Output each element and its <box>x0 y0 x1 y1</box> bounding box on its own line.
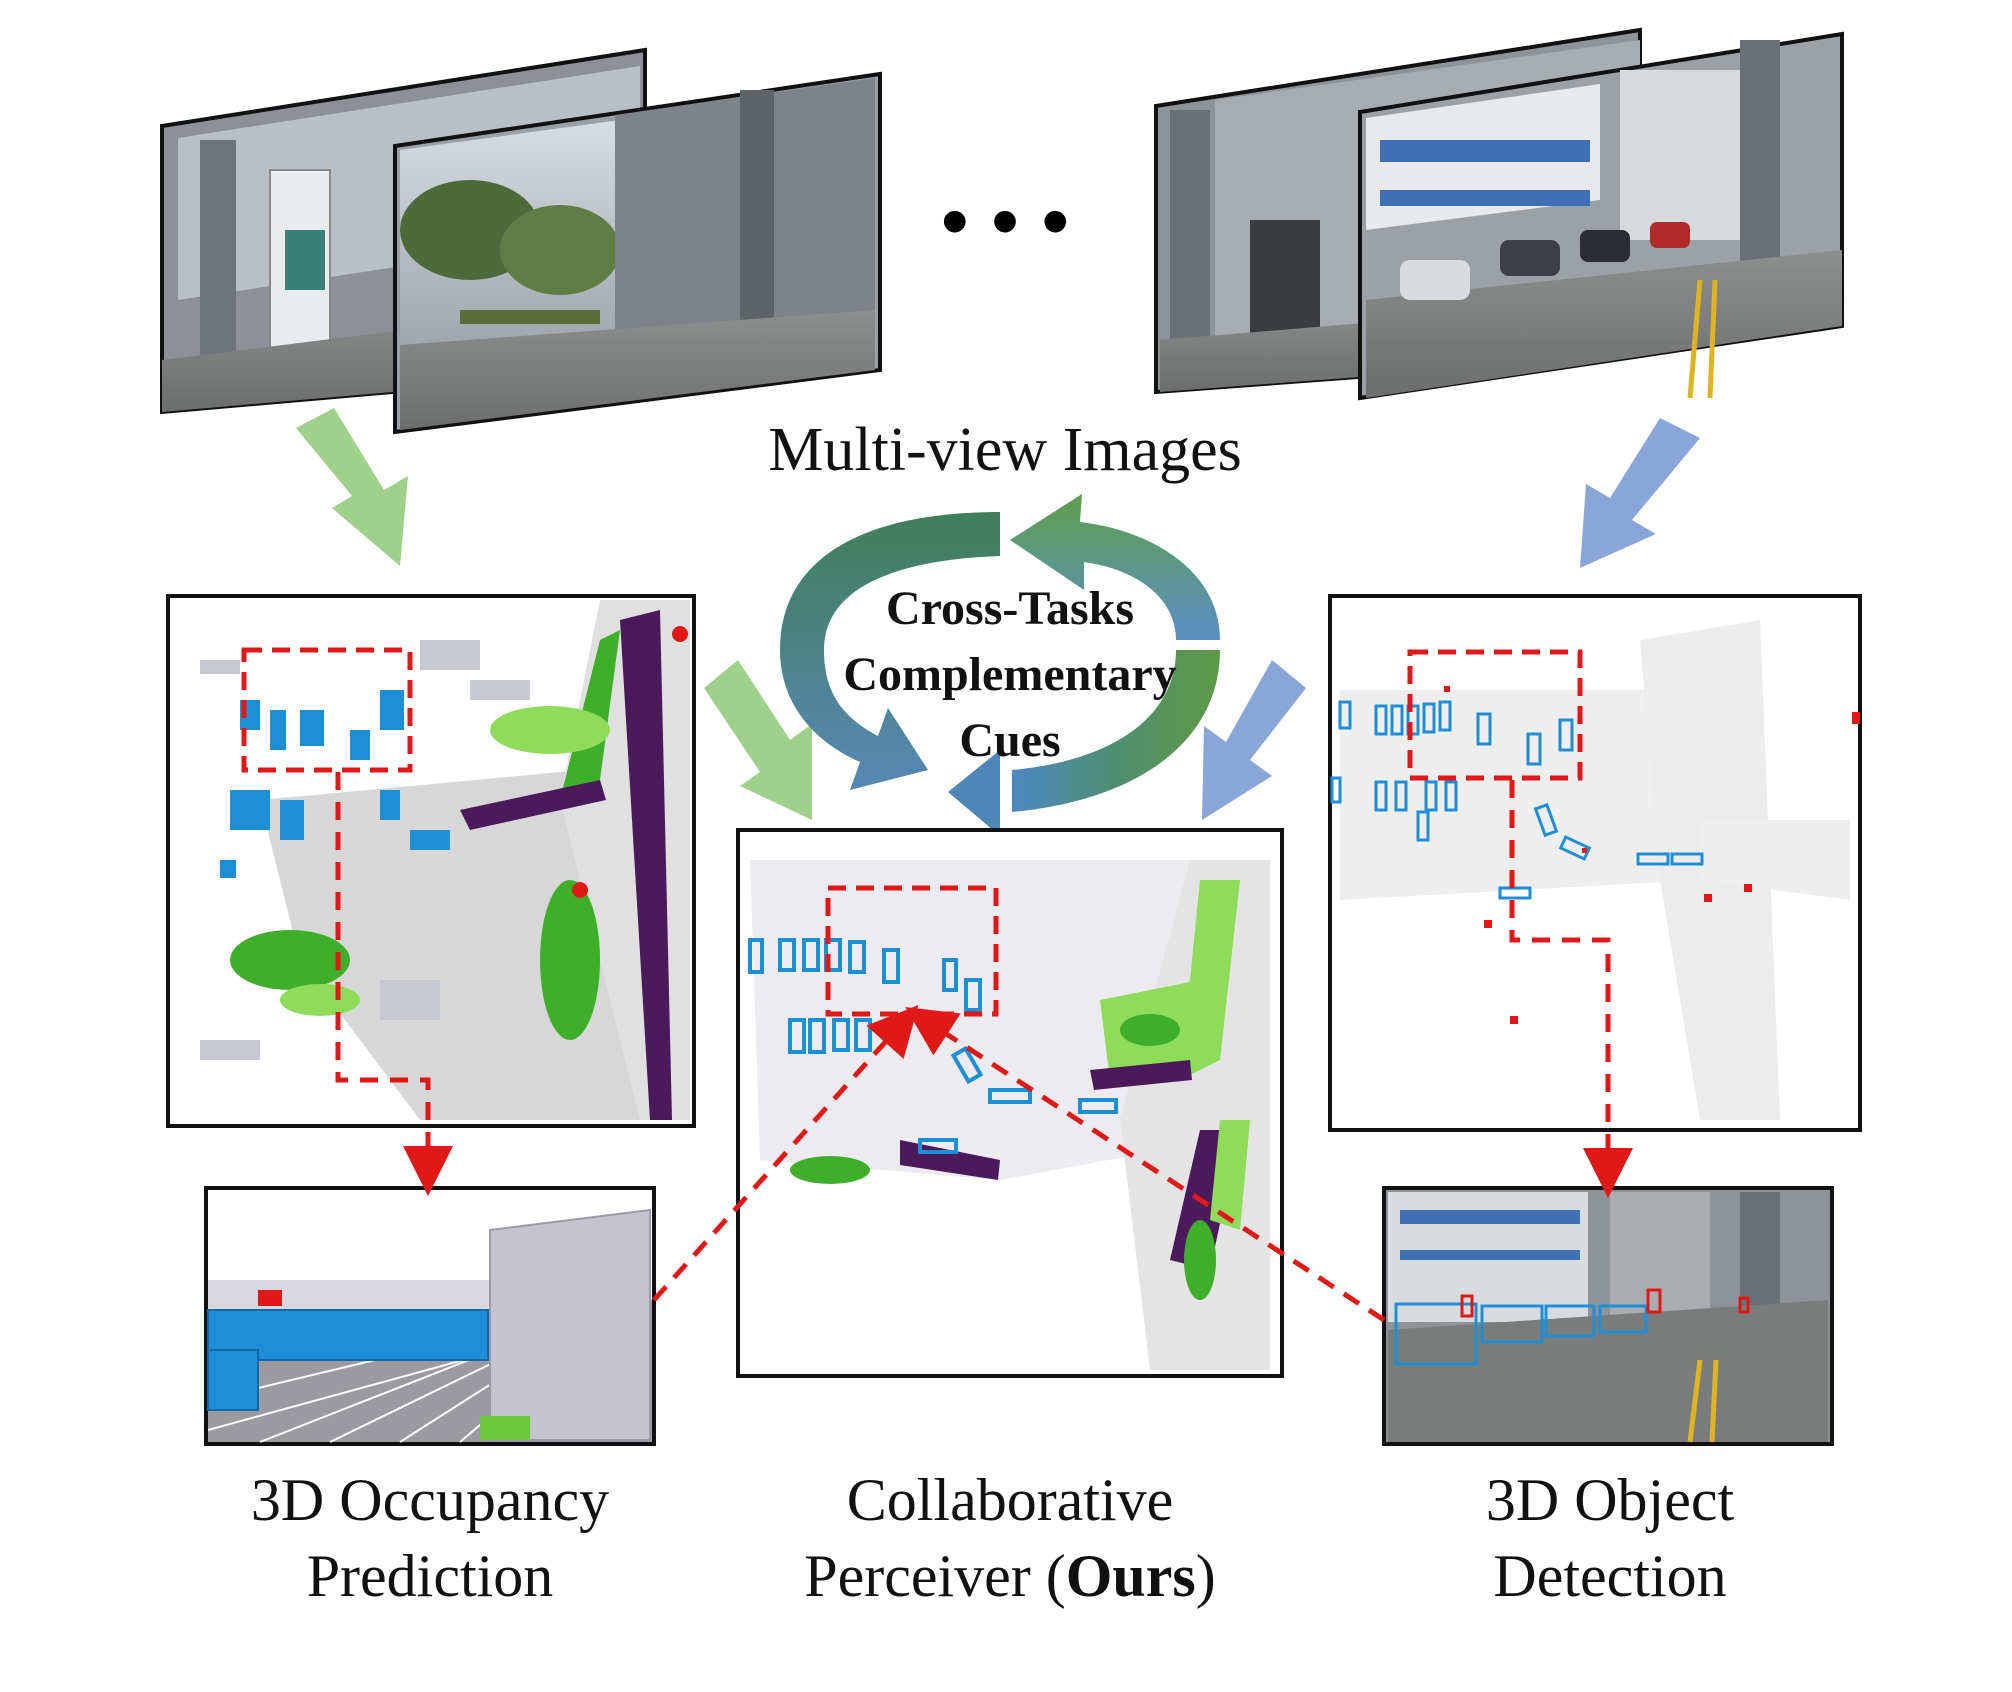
cycle-label-line1: Cross-Tasks <box>885 582 1135 635</box>
camera-image-back <box>1358 31 1844 401</box>
arrow-images-to-detection <box>1580 418 1700 568</box>
cycle-label-line2: Complementary <box>843 648 1177 701</box>
caption-occupancy-line1: 3D Occupancy <box>250 1467 610 1533</box>
caption-occupancy-line2: Prediction <box>306 1543 554 1609</box>
caption-detection: 3D Object Detection <box>1360 1462 1860 1614</box>
occupancy-bev-panel <box>166 594 696 1128</box>
arrow-images-to-occupancy <box>296 408 408 566</box>
caption-collaborative-line2: Perceiver (Ours) <box>740 1538 1280 1614</box>
red-dashed-connectors <box>335 772 1633 1323</box>
detection-bev-panel <box>1328 594 1862 1132</box>
caption-occupancy: 3D Occupancy Prediction <box>180 1462 680 1614</box>
camera-image-front <box>393 71 882 435</box>
caption-collaborative-prefix: Perceiver ( <box>804 1543 1066 1609</box>
cycle-label: Cross-Tasks Complementary Cues <box>790 576 1230 774</box>
caption-collaborative-line1: Collaborative <box>846 1467 1174 1533</box>
caption-collaborative-ours: Ours <box>1065 1543 1196 1609</box>
cycle-label-line3: Cues <box>959 714 1061 767</box>
collaborative-bev-panel <box>736 828 1284 1378</box>
cross-task-cycle-arrows <box>780 494 1220 836</box>
caption-collaborative-suffix: ) <box>1195 1543 1216 1609</box>
arrow-occupancy-to-collaborative <box>704 660 812 820</box>
detection-camera-view <box>1382 1186 1834 1446</box>
arrow-detection-to-collaborative <box>1202 660 1306 820</box>
caption-multiview-images: Multi-view Images <box>768 416 1242 484</box>
ellipsis: • • • <box>941 176 1069 265</box>
caption-detection-line1: 3D Object <box>1485 1467 1735 1533</box>
occupancy-3d-view <box>204 1186 656 1446</box>
caption-collaborative: Collaborative Perceiver (Ours) <box>740 1462 1280 1614</box>
caption-detection-line2: Detection <box>1493 1543 1727 1609</box>
